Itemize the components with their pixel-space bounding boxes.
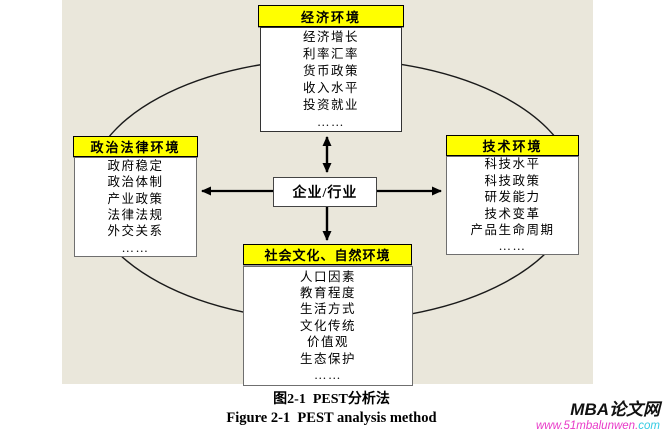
- watermark-site-name: MBA论文网: [570, 400, 660, 419]
- list-item: 人口因素: [299, 269, 356, 284]
- list-item: 投资就业: [302, 97, 359, 112]
- social-env-list: 人口因素 教育程度 生活方式 文化传统 价值观 生态保护 ……: [243, 266, 413, 386]
- watermark-url-main: www.51mbalunwen.: [535, 419, 639, 432]
- list-item: 外交关系: [107, 224, 164, 239]
- list-item: 文化传统: [299, 318, 356, 333]
- watermark-url: www.51mbalunwen.com: [536, 420, 660, 433]
- list-item: 经济增长: [302, 29, 359, 44]
- list-item: 政府稳定: [107, 158, 164, 173]
- list-item: 货币政策: [302, 63, 359, 78]
- political-env-header: 政治法律环境: [73, 136, 198, 157]
- list-item: 科技政策: [484, 173, 541, 188]
- list-item: 价值观: [306, 335, 349, 350]
- ellipsis-item: ……: [314, 368, 342, 383]
- enterprise-industry-node: 企业/行业: [273, 177, 377, 207]
- figure-caption-zh: 图2-1 PEST分析法: [273, 392, 390, 407]
- ellipsis-item: ……: [498, 239, 527, 254]
- social-env-header: 社会文化、自然环境: [243, 244, 412, 265]
- political-env-list: 政府稳定 政治体制 产业政策 法律法规 外交关系 ……: [74, 157, 197, 257]
- list-item: 教育程度: [299, 285, 356, 300]
- list-item: 生态保护: [299, 351, 356, 366]
- figure-caption-en: Figure 2-1 PEST analysis method: [226, 410, 437, 426]
- watermark-url-tld: com: [638, 419, 660, 432]
- watermark: MBA论文网 www.51mbalunwen.com: [536, 400, 660, 433]
- list-item: 科技水平: [484, 157, 541, 172]
- list-item: 产品生命周期: [470, 222, 555, 237]
- ellipsis-item: ……: [317, 114, 345, 129]
- list-item: 技术变革: [484, 206, 541, 221]
- list-item: 产业政策: [107, 191, 164, 206]
- list-item: 收入水平: [302, 80, 359, 95]
- technology-env-list: 科技水平 科技政策 研发能力 技术变革 产品生命周期 ……: [446, 156, 579, 255]
- list-item: 法律法规: [107, 208, 164, 222]
- list-item: 利率汇率: [302, 46, 359, 61]
- economic-env-list: 经济增长 利率汇率 货币政策 收入水平 投资就业 ……: [260, 27, 402, 132]
- list-item: 研发能力: [484, 190, 541, 205]
- list-item: 政治体制: [107, 175, 164, 190]
- list-item: 生活方式: [299, 302, 356, 317]
- economic-env-header: 经济环境: [258, 5, 404, 27]
- technology-env-header: 技术环境: [446, 135, 579, 156]
- ellipsis-item: ……: [121, 240, 150, 255]
